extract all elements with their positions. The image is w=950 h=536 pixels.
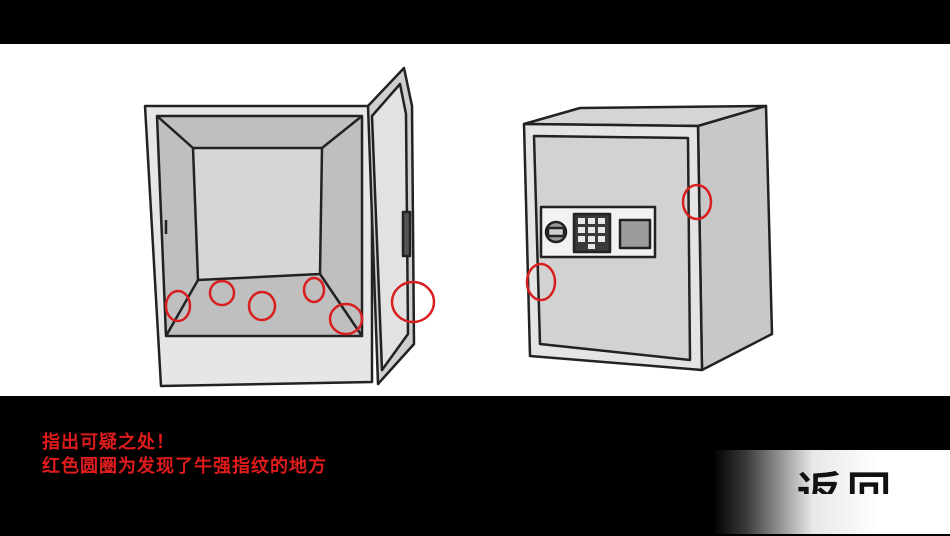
- hint-title: 指出可疑之处！: [42, 432, 175, 453]
- closed-safe: [522, 104, 774, 372]
- fingerprint-marks-left: [164, 276, 436, 336]
- back-button-label: 返回: [797, 468, 897, 519]
- hint-description: 红色圆圈为发现了牛强指纹的地方: [42, 456, 327, 477]
- open-safe: [143, 66, 416, 388]
- safes-illustration: [143, 66, 774, 388]
- back-button[interactable]: 返回: [713, 450, 950, 534]
- fingerprint-marks-right: [525, 183, 713, 302]
- keypad-keys: [578, 218, 605, 249]
- top-letterbox-bar: [0, 0, 950, 44]
- evidence-scene-panel: [0, 44, 950, 396]
